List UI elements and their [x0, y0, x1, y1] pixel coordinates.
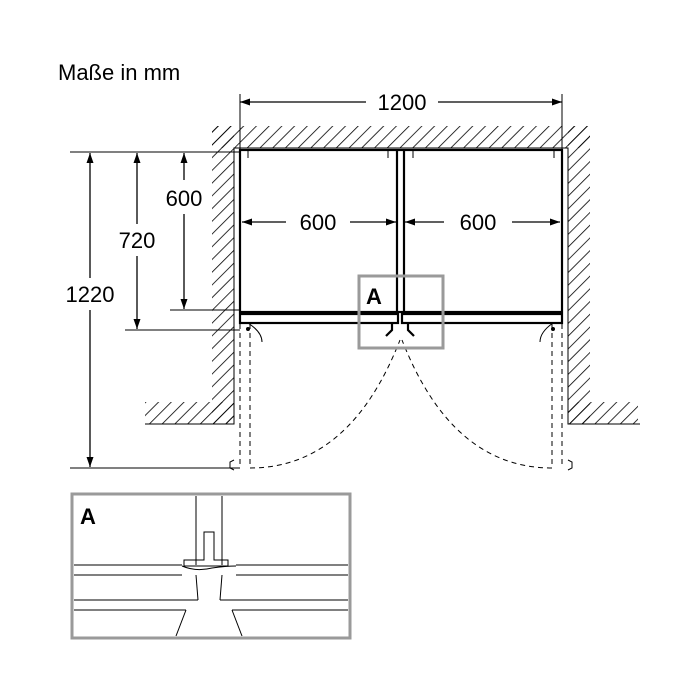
- left-width-label: 600: [300, 210, 337, 235]
- dimension-depth-doors-open: 1220: [66, 153, 115, 467]
- dimension-body-depth: 600: [166, 153, 203, 309]
- dimension-left-width: 600: [242, 210, 396, 235]
- doors-closed: [238, 312, 564, 337]
- wall-niche: [145, 126, 640, 425]
- detail-marker-label: A: [366, 284, 382, 309]
- appliance-body: [238, 148, 564, 314]
- dimension-overall-width: 1200: [240, 90, 562, 115]
- depth-with-doors-label: 720: [119, 228, 156, 253]
- overall-width-label: 1200: [378, 90, 427, 115]
- dimension-depth-with-doors: 720: [119, 153, 156, 329]
- depth-doors-open-label: 1220: [66, 282, 115, 307]
- right-width-label: 600: [460, 210, 497, 235]
- body-depth-label: 600: [166, 186, 203, 211]
- door-swing-paths: [229, 324, 573, 471]
- detail-inset-label: A: [80, 504, 96, 529]
- dimension-right-width: 600: [405, 210, 560, 235]
- detail-inset-a: A: [70, 492, 352, 640]
- extension-lines: [70, 94, 563, 469]
- detail-marker-a: A: [357, 274, 445, 350]
- units-label: Maße in mm: [58, 60, 180, 85]
